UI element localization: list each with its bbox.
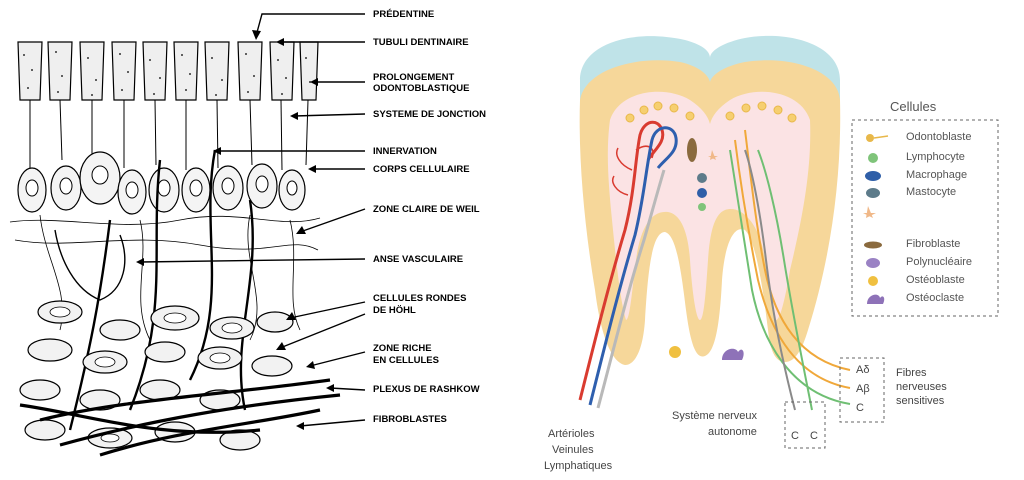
osteoblast-cell (669, 346, 681, 358)
legend-title: Cellules (890, 99, 937, 114)
label-corps: CORPS CELLULAIRE (373, 164, 470, 175)
osteoclast-cell (722, 348, 744, 360)
pulp-cells (687, 138, 718, 211)
pulp-dentin-illustration (9, 13, 366, 457)
label-riche-1: ZONE RICHE (373, 343, 432, 354)
autonome-box (784, 401, 826, 449)
fibres-caption-3: sensitives (896, 395, 945, 407)
label-weil: ZONE CLAIRE DE WEIL (373, 204, 480, 215)
vessel-arterioles: Artérioles (548, 428, 595, 440)
fibre-a-beta: Aβ (856, 383, 870, 395)
autonome-line1: Système nerveux (672, 410, 757, 422)
autonome-c2: C (810, 430, 818, 442)
vessel-lymphatiques: Lymphatiques (544, 460, 613, 472)
legend-label-mastocyte: Mastocyte (906, 186, 957, 198)
legend-icons (863, 134, 889, 304)
label-fibroblastes: FIBROBLASTES (373, 414, 447, 425)
autonomic-nerves (744, 149, 813, 411)
tooth-illustration (578, 35, 999, 449)
odontoblast-layer (625, 101, 797, 123)
enamel (580, 35, 840, 110)
rashkow-plexus (19, 378, 341, 457)
cell-rich-zone (19, 300, 294, 451)
histology-drawing: PRÉDENTINE TUBULI DENTINAIRE PROLONGEMEN… (9, 9, 486, 457)
label-prolongement-1: PROLONGEMENT (373, 72, 455, 83)
label-hohl-1: CELLULES RONDES (373, 293, 467, 304)
fibre-a-delta: Aδ (856, 364, 870, 376)
pulp (607, 91, 811, 320)
pointer-arrowheads (136, 30, 334, 430)
legend-label-osteoblaste: Ostéoblaste (906, 274, 965, 286)
label-hohl-2: DE HÖHL (373, 305, 416, 316)
lymphatic (596, 169, 666, 409)
legend-label-polynucleaire: Polynucléaire (906, 256, 973, 268)
tubuli-texture (23, 51, 311, 96)
fibre-c: C (856, 402, 864, 414)
legend-box (851, 119, 999, 317)
odontoblast-processes (29, 99, 309, 171)
vessel-veinules: Veinules (552, 444, 594, 456)
legend-label-lymphocyte: Lymphocyte (906, 151, 965, 163)
fibres-caption-2: nerveuses (896, 381, 947, 393)
tooth-schematic: Cellules Odontoblaste Lymphocyte Macroph… (540, 0, 1024, 480)
autonome-line2: autonome (708, 426, 757, 438)
nerve-fibers (68, 149, 254, 431)
label-rashkow: PLEXUS DE RASHKOW (373, 384, 480, 395)
label-predentine: PRÉDENTINE (373, 9, 435, 20)
tubuli-columns (17, 41, 319, 101)
label-riche-2: EN CELLULES (373, 355, 439, 366)
label-tubuli: TUBULI DENTINAIRE (373, 37, 469, 48)
cell-nuclei (25, 165, 298, 199)
label-prolongement-2: ODONTOBLASTIQUE (373, 83, 470, 94)
sensory-nerves (729, 129, 851, 405)
legend-label-fibroblaste: Fibroblaste (906, 238, 961, 250)
vascular-loop (54, 229, 126, 301)
label-anse: ANSE VASCULAIRE (373, 254, 464, 265)
arteriole (578, 120, 665, 401)
fibres-caption-1: Fibres (896, 367, 927, 379)
label-jonction: SYSTEME DE JONCTION (373, 109, 486, 120)
rich-zone-nuclei (49, 306, 243, 443)
legend-label-odontoblaste: Odontoblaste (906, 131, 972, 143)
autonome-c1: C (791, 430, 799, 442)
pointer-lines (139, 13, 366, 427)
legend-label-osteoclaste: Ostéoclaste (906, 292, 965, 304)
venule (588, 126, 678, 406)
legend-label-macrophage: Macrophage (906, 169, 968, 181)
label-innervation: INNERVATION (373, 146, 437, 157)
